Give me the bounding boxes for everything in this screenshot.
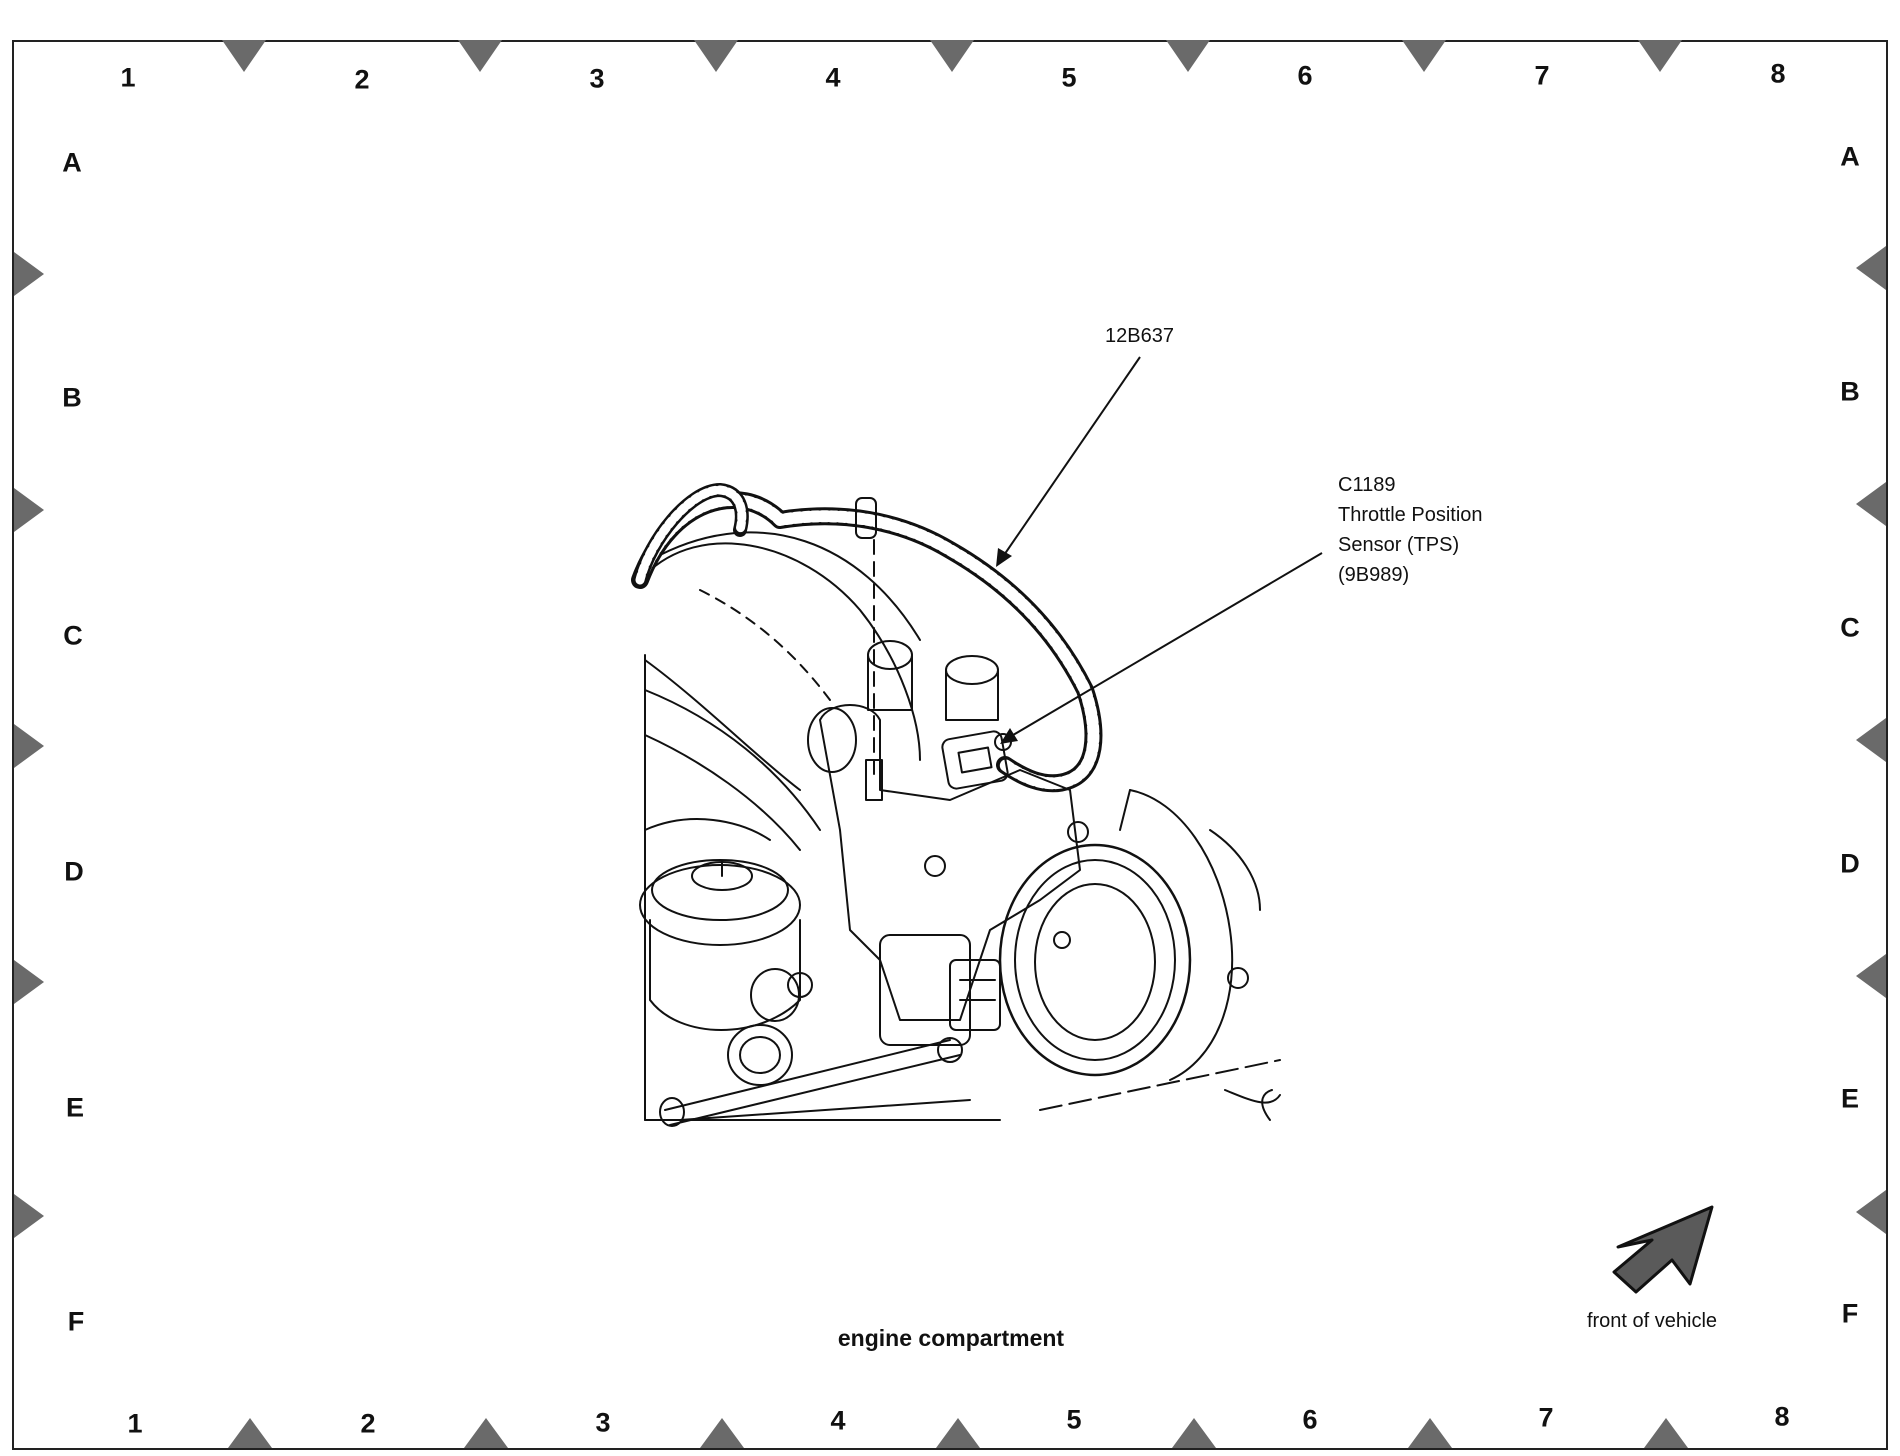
intake-manifold-outline [644, 689, 821, 831]
zone-marker [1402, 40, 1446, 72]
zone-marker [1166, 40, 1210, 72]
zone-marker [464, 1418, 508, 1448]
leader-line-tps [1007, 552, 1323, 739]
engine-drawing [631, 483, 1281, 1127]
row-label-left: B [62, 382, 82, 413]
zone-marker [14, 960, 44, 1004]
diagram-caption: engine compartment [837, 1325, 1065, 1351]
row-label-right: E [1840, 1083, 1860, 1114]
column-label-bottom: 8 [1774, 1401, 1790, 1432]
throttle-bore [998, 843, 1192, 1077]
zone-marker [1172, 1418, 1216, 1448]
zone-marker [1638, 40, 1682, 72]
row-label-left: F [67, 1306, 85, 1337]
zone-marker [14, 1194, 44, 1238]
column-label-top: 2 [354, 64, 370, 95]
column-label-top: 7 [1534, 60, 1550, 91]
row-label-right: A [1840, 141, 1860, 172]
column-label-bottom: 2 [360, 1408, 376, 1439]
zone-marker [930, 40, 974, 72]
row-label-left: A [62, 147, 82, 178]
column-label-top: 5 [1061, 62, 1077, 93]
column-label-bottom: 5 [1066, 1404, 1082, 1435]
egr-valve [639, 864, 801, 946]
leader-lines [996, 356, 1323, 744]
iac-valve [879, 934, 971, 1046]
column-label-top: 1 [120, 62, 136, 93]
zone-marker [1856, 954, 1886, 998]
zone-marker [1644, 1418, 1688, 1448]
sensor-name-line-2: Sensor (TPS) [1338, 534, 1460, 556]
column-label-top: 4 [825, 62, 841, 93]
intake-manifold-outline [659, 531, 921, 641]
zone-marker [14, 488, 44, 532]
intake-manifold-outline [644, 542, 921, 761]
harness-callout: 12B637 [1105, 325, 1174, 347]
zone-marker [936, 1418, 980, 1448]
row-label-left: C [63, 620, 83, 651]
zone-marker [14, 724, 44, 768]
column-label-bottom: 7 [1538, 1402, 1554, 1433]
sensor-part-number: (9B989) [1338, 564, 1410, 586]
row-label-right: C [1840, 612, 1860, 643]
intake-manifold-outline [699, 589, 831, 701]
zone-marker [1856, 246, 1886, 290]
leader-line-harness [1001, 356, 1141, 559]
zone-marker [14, 252, 44, 296]
tps-connector [941, 730, 1009, 790]
orientation-label: front of vehicle [1586, 1310, 1718, 1332]
row-label-left: E [65, 1092, 85, 1123]
intake-manifold-outline [644, 659, 801, 791]
zone-marker [1856, 482, 1886, 526]
throttle-body-housing [819, 704, 1081, 1021]
zone-marker [228, 1418, 272, 1448]
column-label-bottom: 4 [830, 1405, 846, 1436]
wiring-harness [634, 494, 1100, 790]
column-label-top: 8 [1770, 58, 1786, 89]
zone-marker [222, 40, 266, 72]
column-label-bottom: 3 [595, 1407, 611, 1438]
row-label-right: D [1840, 848, 1860, 879]
zone-marker [1408, 1418, 1452, 1448]
zone-marker [700, 1418, 744, 1448]
intake-manifold-outline [644, 734, 801, 851]
intake-manifold-outline [644, 818, 771, 841]
column-label-bottom: 6 [1302, 1404, 1318, 1435]
zone-marker [1856, 718, 1886, 762]
column-label-bottom: 1 [127, 1408, 143, 1439]
zone-marker [1856, 1190, 1886, 1234]
zone-marker [458, 40, 502, 72]
row-label-left: D [64, 856, 84, 887]
sensor-name-line-1: Throttle Position [1338, 504, 1483, 526]
mounting-bolt [865, 759, 883, 801]
wiring-harness [631, 491, 1103, 793]
tps-callout: C1189 Throttle Position Sensor (TPS) (9B… [1338, 470, 1483, 590]
arrow-up-right-icon [1612, 1205, 1714, 1294]
column-label-top: 3 [589, 63, 605, 94]
row-label-right: F [1841, 1298, 1859, 1329]
connector-id: C1189 [1338, 474, 1396, 496]
row-label-right: B [1840, 376, 1860, 407]
wiring-harness-branch [635, 485, 747, 585]
zone-marker [694, 40, 738, 72]
column-label-top: 6 [1297, 60, 1313, 91]
mounting-stud [855, 497, 877, 539]
